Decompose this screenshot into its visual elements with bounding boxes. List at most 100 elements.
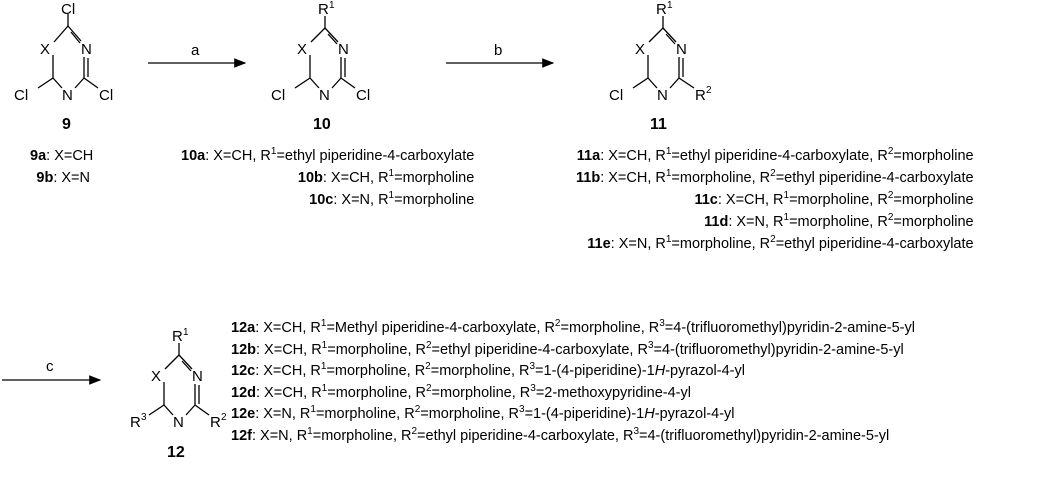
substituent-text: =morpholine, R	[420, 406, 519, 422]
compound-label-12: 12	[167, 444, 185, 461]
substituent-text: =morpholine, R	[789, 214, 888, 230]
list-11: 11a: X=CH, R1=ethyl piperidine-4-carboxy…	[576, 145, 974, 255]
atom-10-cl-right: Cl	[356, 87, 370, 104]
compound-id: 11b	[576, 170, 601, 186]
substituent-text: =morpholine	[394, 170, 475, 186]
substituent-superscript: 1	[320, 361, 327, 372]
substituent-superscript: 1	[310, 404, 316, 415]
substituent-text: -pyrazol-4-yl	[665, 363, 745, 379]
substituent-superscript: 2	[414, 404, 421, 415]
list-item-10b: 10b: X=CH, R1=morpholine	[181, 167, 474, 189]
substituent-superscript: 3	[519, 404, 525, 415]
substituent-text: : X=N, R	[610, 236, 666, 252]
list-item-11b: 11b: X=CH, R1=morpholine, R2=ethyl piper…	[576, 167, 974, 189]
substituent-text: =morpholine	[893, 192, 974, 208]
list-12: 12a: X=CH, R1=Methyl piperidine-4-carbox…	[231, 318, 915, 447]
substituent-text: =ethyl piperidine-4-carboxylate	[775, 236, 974, 252]
list-item-11d: 11d: X=N, R1=morpholine, R2=morpholine	[576, 211, 974, 233]
list-item-10a: 10a: X=CH, R1=ethyl piperidine-4-carboxy…	[181, 145, 474, 167]
atom-9-cl-top: Cl	[61, 1, 75, 18]
compound-label-9: 9	[62, 116, 71, 133]
substituent-text: =morpholine	[893, 214, 974, 230]
atom-9-n-bottom: N	[62, 87, 73, 104]
compound-id: 12a	[231, 320, 256, 336]
list-item-9b: 9b: X=N	[30, 167, 90, 189]
condition-a: a	[191, 42, 200, 59]
list-item-12e: 12e: X=N, R1=morpholine, R2=morpholine, …	[231, 404, 915, 426]
structure-11	[632, 16, 695, 89]
substituent-superscript: 2	[554, 318, 561, 329]
substituent-text: : X=N, R	[251, 427, 308, 444]
atom-11-r2-sup: 2	[706, 85, 712, 96]
list-item-12d: 12d: X=CH, R1=morpholine, R2=morpholine,…	[231, 383, 915, 405]
substituent-superscript: 1	[388, 168, 395, 179]
substituent-text: : X=CH, R	[600, 148, 666, 164]
substituent-superscript: 1	[321, 382, 328, 394]
atom-11-r1-sup: 1	[667, 0, 673, 11]
substituent-text: =morpholine, R	[671, 170, 771, 186]
substituent-text: =4-(trifluoromethyl)pyridin-2-amine-5-yl	[639, 427, 890, 444]
atom-10-x: X	[297, 41, 307, 58]
atom-10-n-bottom: N	[319, 87, 330, 104]
structure-10	[294, 16, 356, 89]
substituent-text: =morpholine, R	[327, 341, 426, 358]
list-item-9a: 9a: X=CH	[30, 145, 94, 167]
substituent-italic: H	[654, 363, 666, 379]
atom-11-cl: Cl	[609, 87, 623, 104]
substituent-text: : X=CH	[46, 148, 94, 164]
substituent-superscript: 3	[659, 318, 665, 329]
substituent-text: : X=CH, R	[600, 170, 666, 186]
substituent-text: : X=N, R	[728, 214, 784, 230]
list-item-10c: 10c: X=N, R1=morpholine	[181, 189, 474, 211]
compound-label-11: 11	[650, 116, 667, 133]
compound-id: 11d	[704, 214, 729, 230]
substituent-text: =morpholine, R	[671, 236, 771, 252]
substituent-text: =morpholine, R	[327, 384, 426, 401]
substituent-superscript: 2	[770, 234, 776, 245]
substituent-text: =morpholine	[893, 148, 974, 164]
atom-11-r1: R	[656, 1, 667, 18]
compound-id: 9b	[36, 170, 54, 186]
substituent-superscript: 2	[887, 190, 894, 201]
atom-10-r: R	[318, 1, 329, 18]
substituent-text: =1-(4-piperidine)-1	[535, 363, 655, 379]
atom-12-r3: R	[130, 414, 141, 431]
list-item-11e: 11e: X=N, R1=morpholine, R2=ethyl piperi…	[576, 233, 974, 255]
substituent-superscript: 2	[887, 212, 894, 223]
substituent-superscript: 3	[633, 425, 639, 437]
substituent-text: =morpholine	[394, 192, 475, 208]
list-item-11a: 11a: X=CH, R1=ethyl piperidine-4-carboxy…	[576, 145, 974, 167]
compound-id: 12e	[231, 406, 256, 422]
substituent-text: =morpholine, R	[326, 363, 426, 379]
atom-10-n-right: N	[338, 41, 349, 58]
substituent-text: =morpholine, R	[431, 384, 531, 401]
compound-label-10: 10	[313, 116, 331, 133]
compound-id: 12c	[231, 363, 256, 379]
substituent-superscript: 1	[783, 190, 790, 201]
atom-12-n-bottom: N	[173, 414, 184, 431]
substituent-text: =1-(4-piperidine)-1	[524, 406, 645, 422]
substituent-superscript: 2	[770, 168, 776, 179]
substituent-text: : X=CH, R	[255, 363, 321, 379]
substituent-text: : X=CH, R	[255, 320, 321, 336]
compound-id: 11c	[694, 192, 718, 208]
substituent-text: -pyrazol-4-yl	[654, 406, 735, 422]
compound-id: 12b	[231, 341, 256, 358]
atom-11-r2: R	[695, 87, 706, 104]
compound-id: 12d	[231, 384, 256, 401]
substituent-italic: H	[644, 406, 655, 422]
atom-12-x: X	[151, 368, 161, 385]
atom-9-x: X	[40, 41, 50, 58]
list-item-12b: 12b: X=CH, R1=morpholine, R2=ethyl piper…	[231, 340, 915, 362]
substituent-text: =ethyl piperidine-4-carboxylate	[775, 170, 974, 186]
atom-11-x: X	[635, 41, 645, 58]
substituent-superscript: 2	[425, 361, 431, 372]
structure-12	[148, 343, 210, 416]
compound-id: 10c	[309, 192, 334, 208]
compound-id: 10a	[181, 148, 206, 164]
compound-id: 9a	[30, 148, 47, 164]
atom-12-r1-sup: 1	[183, 327, 189, 338]
atom-9-cl-left: Cl	[14, 87, 28, 104]
